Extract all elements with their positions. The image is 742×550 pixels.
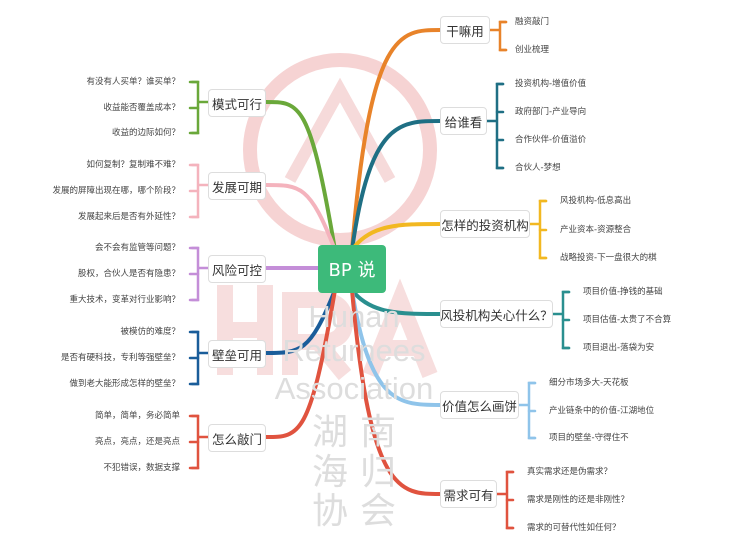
leaf-item[interactable]: 项目的壁垒-守得住不 (549, 433, 629, 443)
branch-node[interactable]: 风险可控 (208, 255, 266, 283)
leaf-item[interactable]: 收益能否覆盖成本？ (103, 103, 180, 113)
leaf-item[interactable]: 项目价值-挣钱的基础 (583, 287, 663, 297)
leaf-item[interactable]: 产业链条中的价值-江湖地位 (549, 406, 655, 416)
leaf-item[interactable]: 不犯错误，数据支撑 (103, 463, 180, 473)
leaf-item[interactable]: 做到老大能形成怎样的壁垒？ (69, 379, 180, 389)
branch-line (350, 119, 442, 252)
leaf-item[interactable]: 风投机构-低息高出 (560, 196, 632, 206)
branch-line (350, 288, 442, 496)
leaf-item[interactable]: 合伙人-梦想 (515, 163, 561, 173)
leaf-item[interactable]: 项目估值-太贵了不合算 (583, 315, 672, 325)
branch-node[interactable]: 怎样的投资机构 (440, 210, 530, 238)
leaf-item[interactable]: 合作伙伴-价值溢价 (515, 135, 587, 145)
branch-line (264, 288, 337, 439)
leaf-item[interactable]: 收益的边际如何？ (111, 128, 180, 138)
central-topic[interactable]: BP 说 (318, 245, 386, 293)
branch-node[interactable]: 给谁看 (440, 107, 487, 135)
leaf-item[interactable]: 创业梳理 (515, 45, 550, 55)
leaf-item[interactable]: 战略投资-下一盘很大的棋 (560, 253, 657, 263)
leaf-item[interactable]: 项目退出-落袋为安 (583, 343, 655, 353)
leaf-item[interactable]: 投资机构-增值价值 (515, 79, 587, 89)
branch-line (350, 288, 442, 407)
branch-node[interactable]: 发展可期 (208, 172, 266, 200)
branch-line (350, 288, 442, 316)
leaf-item[interactable]: 需求的可替代性如任何？ (527, 523, 621, 533)
branch-line (264, 288, 337, 355)
leaf-item[interactable]: 会不会有监管等问题？ (94, 243, 180, 253)
leaf-item[interactable]: 发展起来后是否有外延性？ (77, 212, 180, 222)
branch-line (350, 28, 442, 252)
leaf-item[interactable]: 被模仿的难度？ (120, 327, 180, 337)
leaf-item[interactable]: 需求是刚性的还是非刚性？ (527, 495, 630, 505)
branch-node[interactable]: 怎么敲门 (208, 424, 266, 452)
leaf-item[interactable]: 重大技术，变革对行业影响？ (69, 295, 180, 305)
leaf-item[interactable]: 股权，合伙人是否有隐患？ (77, 269, 180, 279)
branch-node[interactable]: 需求可有 (440, 480, 497, 508)
leaf-item[interactable]: 简单，简单，务必简单 (94, 411, 180, 421)
leaf-item[interactable]: 有没有人买单？谁买单？ (86, 77, 180, 87)
bracket-line (488, 20, 508, 52)
leaf-item[interactable]: 产业资本-资源整合 (560, 225, 632, 235)
bracket-line (485, 82, 505, 170)
leaf-item[interactable]: 真实需求还是伪需求？ (527, 467, 613, 477)
leaf-item[interactable]: 亮点，亮点，还是亮点 (94, 437, 180, 447)
branch-line (264, 183, 337, 252)
leaf-item[interactable]: 如何复制？复制难不难？ (86, 160, 180, 170)
branch-node[interactable]: 干嘛用 (440, 16, 490, 44)
leaf-item[interactable]: 是否有硬科技，专利等强壁垒？ (60, 353, 180, 363)
leaf-item[interactable]: 发展的屏障出现在哪，哪个阶段？ (52, 186, 180, 196)
branch-node[interactable]: 风投机构关心什么？ (440, 300, 553, 328)
leaf-item[interactable]: 融资敲门 (515, 17, 550, 27)
branch-node[interactable]: 价值怎么画饼 (440, 391, 519, 419)
branch-node[interactable]: 壁垒可用 (208, 340, 266, 368)
leaf-item[interactable]: 政府部门-产业导向 (515, 107, 587, 117)
branch-line (264, 100, 337, 252)
leaf-item[interactable]: 细分市场多大-天花板 (549, 378, 629, 388)
branch-node[interactable]: 模式可行 (208, 89, 266, 117)
branch-line (350, 222, 442, 252)
